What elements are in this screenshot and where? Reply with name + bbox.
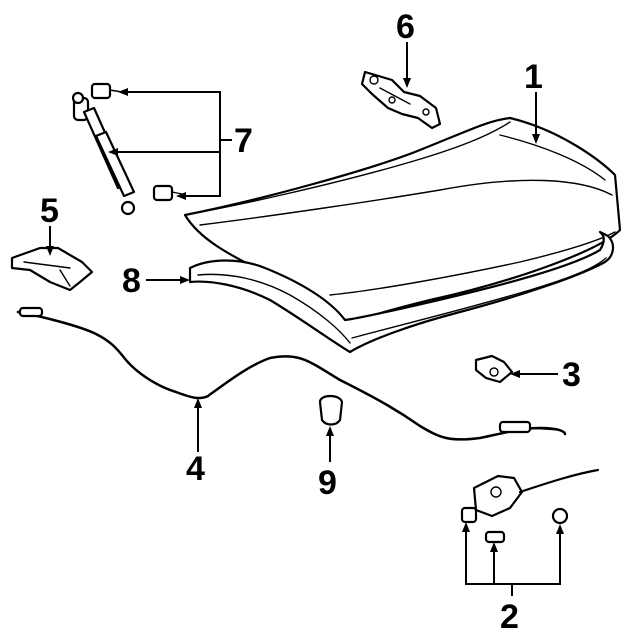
callout-7: 7 <box>234 122 253 160</box>
weatherstrip <box>188 230 615 354</box>
striker <box>474 354 514 384</box>
callout-9: 9 <box>318 464 337 502</box>
callout-8: 8 <box>122 262 141 300</box>
lift-support-strut <box>71 82 183 216</box>
bumper-stop <box>318 394 344 426</box>
release-cable <box>16 306 567 441</box>
callout-4: 4 <box>186 450 205 488</box>
callout-2: 2 <box>500 598 519 636</box>
callout-5: 5 <box>40 192 59 230</box>
callout-6: 6 <box>396 8 415 46</box>
leader-lines <box>46 42 564 596</box>
callout-1: 1 <box>524 58 543 96</box>
hinge <box>360 70 442 130</box>
callout-3: 3 <box>562 356 581 394</box>
lock-assembly <box>460 468 600 544</box>
lock-cover <box>10 246 94 292</box>
